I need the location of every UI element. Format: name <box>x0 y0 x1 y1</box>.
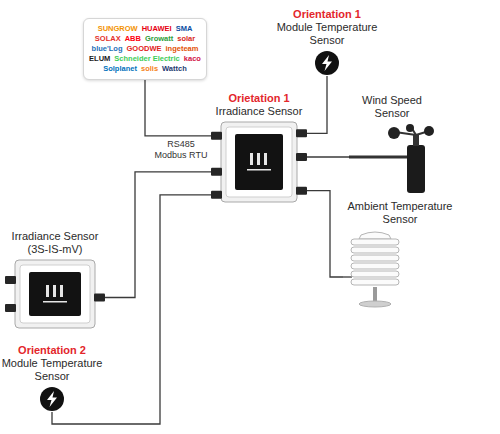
brand-logo: GOODWE <box>127 44 162 54</box>
sensor-label: Irradiance Sensor <box>211 105 307 118</box>
sensor-label: Irradiance Sensor (3S-IS-mV) <box>5 230 105 256</box>
brand-logo: ingeteam <box>166 44 199 54</box>
brand-logo: SOLAX <box>95 34 121 44</box>
brand-logo: ELUM <box>89 54 110 64</box>
brand-logo: HUAWEI <box>142 24 172 34</box>
irradiance-sensor: Orietation 1Irradiance Sensor <box>211 92 307 203</box>
sensor-label: Wind Speed Sensor <box>357 94 427 120</box>
sensor-cable <box>307 191 343 277</box>
anemometer-icon <box>349 123 435 195</box>
protocol-label: RS485 Modbus RTU <box>151 139 211 161</box>
brand-logo: solar <box>177 34 195 44</box>
brand-logo: Solplanet <box>103 64 137 74</box>
brand-logo: solis <box>141 64 158 74</box>
sensor-label: Module Temperature Sensor <box>271 21 383 47</box>
brand-logo: ABB <box>125 34 141 44</box>
module-temperature-sensor: Orientation 1Module Temperature Sensor <box>271 8 383 76</box>
wind-speed-sensor: Wind Speed Sensor <box>349 94 435 195</box>
sensor-label: Ambient Temperature Sensor <box>343 200 457 226</box>
sensor-cable <box>307 156 349 157</box>
irradiance-sensor-enclosure <box>5 259 105 329</box>
brand-logo: Wattch <box>162 64 187 74</box>
brand-logo: SUNGROW <box>98 24 138 34</box>
module-temperature-sensor: Orientation 2Module Temperature Sensor <box>0 344 104 412</box>
sensor-cable <box>307 76 327 133</box>
orientation-heading: Orientation 1 <box>271 8 383 21</box>
sensor-label: Module Temperature Sensor <box>0 357 104 383</box>
sensor-cable <box>145 80 211 136</box>
temperature-probe-icon <box>314 50 340 76</box>
ambient-temperature-sensor: Ambient Temperature Sensor <box>343 200 457 309</box>
irradiance-sensor-enclosure <box>211 121 307 203</box>
brand-logo: SMA <box>176 24 193 34</box>
brand-logo: Schneider Electric <box>114 54 179 64</box>
irradiance-sensor: Irradiance Sensor (3S-IS-mV) <box>5 230 105 329</box>
orientation-heading: Orietation 1 <box>211 92 307 105</box>
brand-logo: blue'Log <box>92 44 123 54</box>
brand-logo: Growatt <box>145 34 173 44</box>
brand-logo: kaco <box>184 54 201 64</box>
orientation-heading: Orientation 2 <box>0 344 104 357</box>
inverter-brands-box: SUNGROW HUAWEI SMA SOLAX ABB Growatt solar blue… <box>83 18 207 80</box>
sensor-cable <box>105 172 211 298</box>
radiation-shield-icon <box>343 229 457 309</box>
temperature-probe-icon <box>39 386 65 412</box>
